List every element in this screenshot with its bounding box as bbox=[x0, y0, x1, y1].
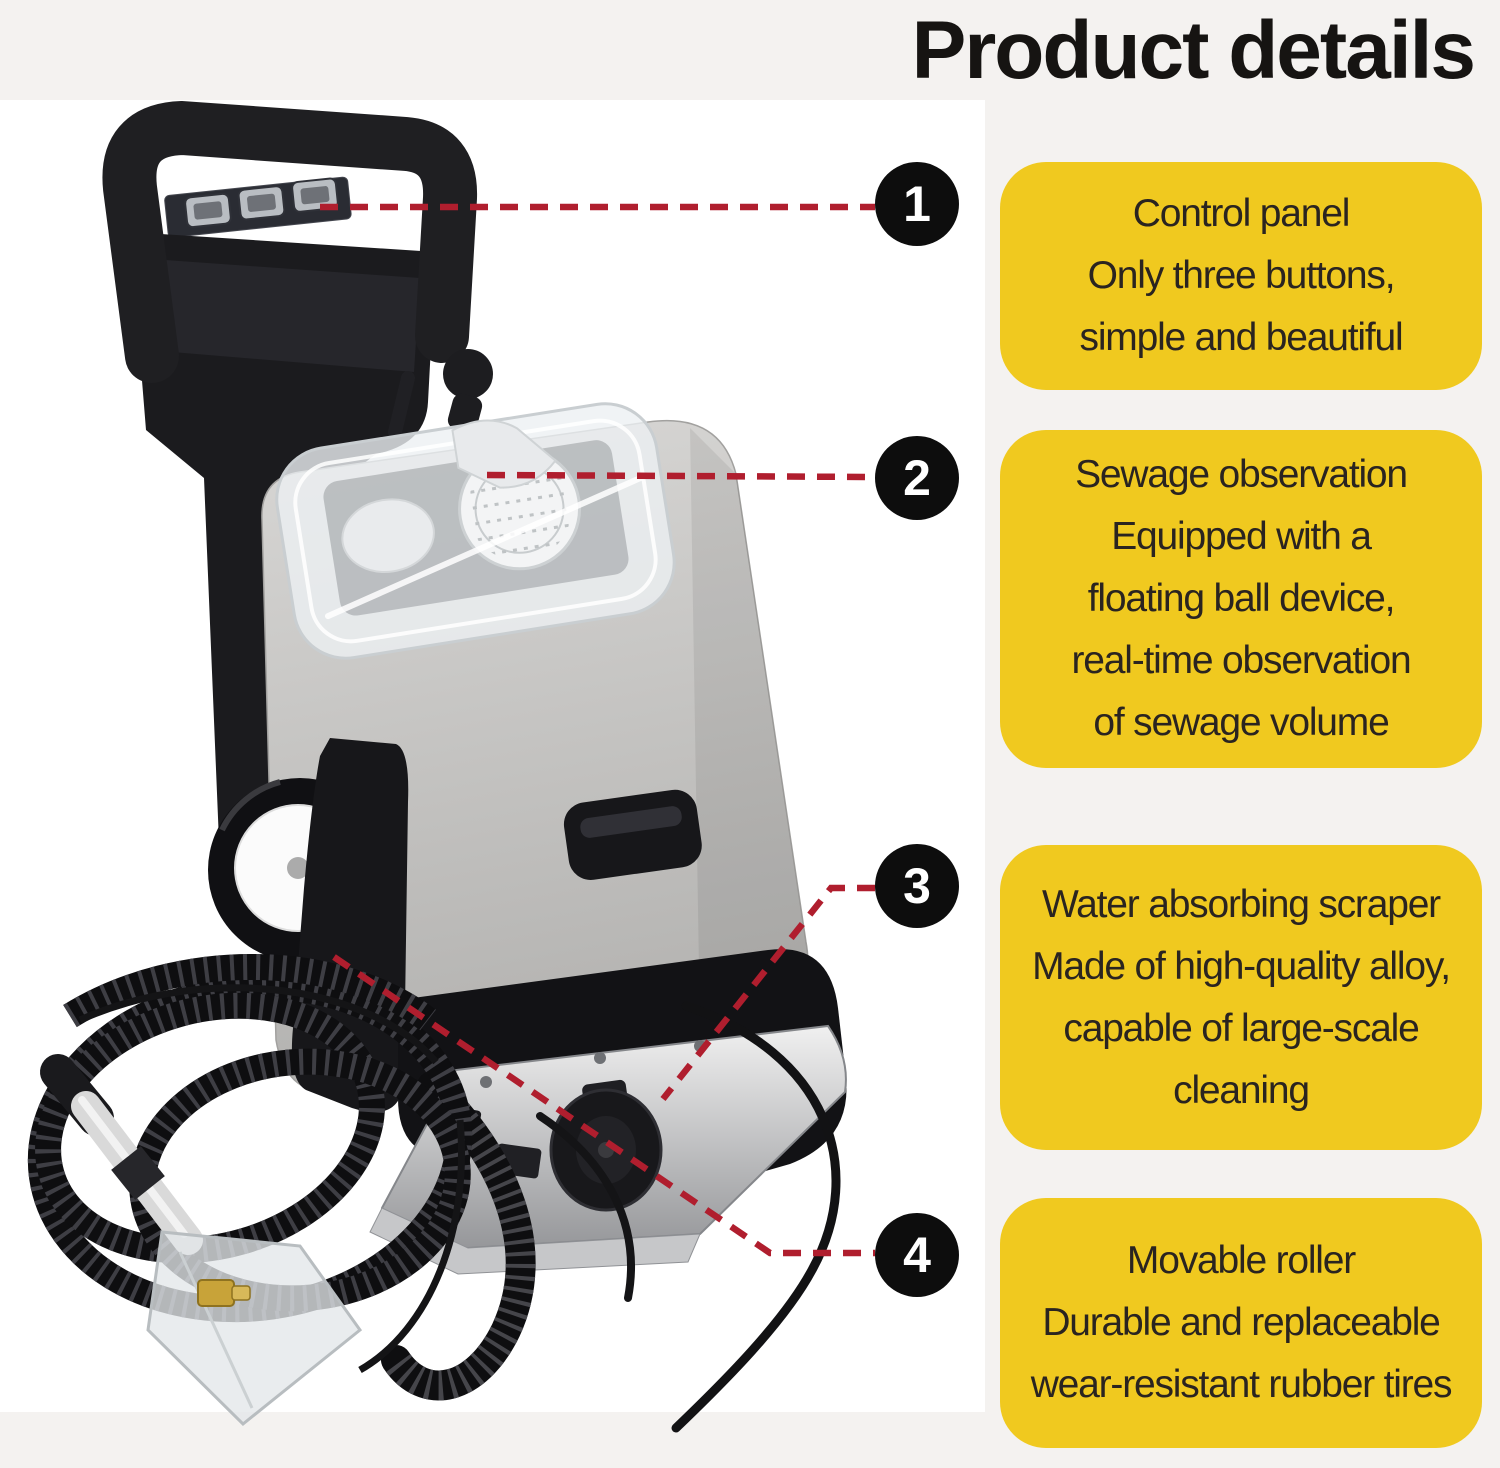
tank-grip-pocket bbox=[563, 789, 702, 880]
callout-2-connector-line bbox=[486, 471, 876, 481]
callout-4-box: Movable roller Durable and replaceable w… bbox=[1000, 1198, 1482, 1448]
callout-3-box: Water absorbing scraper Made of high-qua… bbox=[1000, 845, 1482, 1150]
callout-4-line-1: Movable roller bbox=[1126, 1239, 1356, 1282]
callout-1-box: Control panel Only three buttons, simple… bbox=[1000, 162, 1482, 390]
callout-3-line-3: capable of large-scale bbox=[1063, 1006, 1419, 1050]
callout-3-line-1: Water absorbing scraper bbox=[1042, 882, 1441, 926]
callout-2-line-5: of sewage volume bbox=[1093, 701, 1389, 744]
power-cord bbox=[536, 1001, 841, 1433]
callout-3-connector-line bbox=[660, 884, 875, 1102]
callout-2-line-1: Sewage observation bbox=[1075, 453, 1408, 496]
callout-1-line-2: Only three buttons, bbox=[1087, 254, 1396, 297]
hand-tool-wand bbox=[40, 1054, 363, 1427]
callout-4-connector-line bbox=[332, 954, 875, 1257]
machine-control-panel bbox=[164, 176, 352, 238]
callout-1-line-1: Control panel bbox=[1132, 192, 1351, 235]
callout-4-number-badge: 4 bbox=[875, 1213, 959, 1297]
callout-1-number: 1 bbox=[903, 176, 931, 232]
callout-2-line-2: Equipped with a bbox=[1111, 515, 1372, 558]
callout-4-line-2: Durable and replaceable bbox=[1042, 1301, 1441, 1344]
tank-clear-lid bbox=[275, 402, 676, 660]
brass-fitting bbox=[197, 1279, 251, 1307]
callout-4-number: 4 bbox=[903, 1227, 931, 1283]
panel-button bbox=[237, 185, 286, 221]
callout-4-line-3: wear-resistant rubber tires bbox=[1030, 1363, 1453, 1406]
callout-3-line-4: cleaning bbox=[1173, 1068, 1310, 1112]
callout-1-line-3: simple and beautiful bbox=[1079, 316, 1404, 359]
callout-2-number-badge: 2 bbox=[875, 436, 959, 520]
callout-3-number-badge: 3 bbox=[875, 844, 959, 928]
vacuum-hose-right bbox=[381, 1071, 536, 1401]
callout-2-line-3: floating ball device, bbox=[1087, 577, 1396, 620]
panel-button bbox=[291, 177, 339, 213]
callout-3-line-2: Made of high-quality alloy, bbox=[1032, 944, 1451, 988]
callout-3-number: 3 bbox=[903, 858, 931, 914]
callout-2-line-4: real-time observation bbox=[1071, 639, 1412, 682]
callout-2-number: 2 bbox=[903, 450, 931, 506]
callout-2-box: Sewage observation Equipped with a float… bbox=[1000, 430, 1482, 768]
page-title: Product details bbox=[911, 5, 1476, 96]
machine-handle bbox=[102, 101, 478, 383]
panel-button bbox=[184, 192, 232, 229]
callout-1-number-badge: 1 bbox=[875, 162, 959, 246]
